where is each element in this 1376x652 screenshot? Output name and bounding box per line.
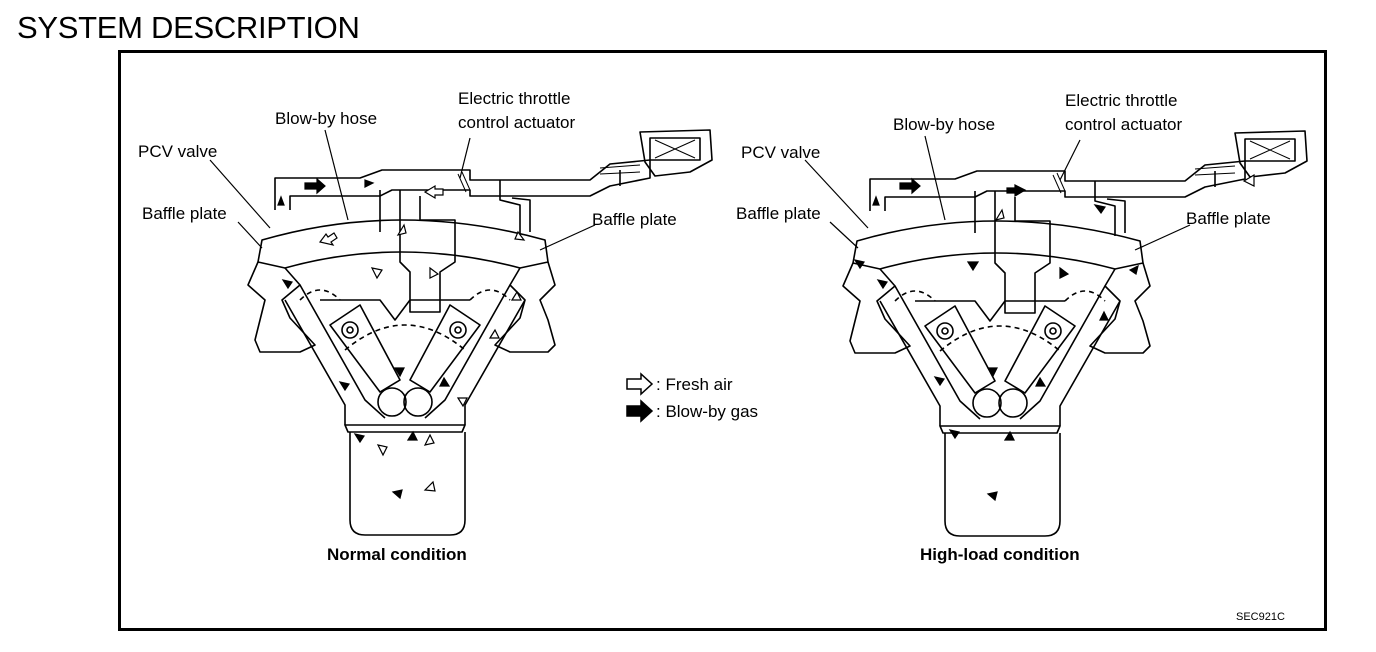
blowby-gas-legend-label: : Blow-by gas — [656, 402, 758, 421]
baffle-plate-right-label: Baffle plate — [592, 210, 677, 229]
throttle-label-line1: Electric throttle — [458, 89, 570, 108]
baffle-plate-left-label: Baffle plate — [142, 204, 227, 223]
blowby-hose-label: Blow-by hose — [275, 109, 377, 128]
throttle-label-line2: control actuator — [458, 113, 576, 132]
baffle-plate-right-label-right: Baffle plate — [1186, 209, 1271, 228]
throttle-label-right-line1: Electric throttle — [1065, 91, 1177, 110]
page-title: SYSTEM DESCRIPTION — [17, 10, 360, 45]
fresh-air-legend-label: : Fresh air — [656, 375, 733, 394]
leader-lines — [209, 129, 1191, 251]
diagram-frame — [118, 50, 1327, 631]
throttle-label-right-line2: control actuator — [1065, 115, 1183, 134]
figure-code: SEC921C — [1236, 611, 1285, 623]
pcv-valve-label: PCV valve — [138, 142, 217, 161]
legend: : Fresh air : Blow-by gas — [626, 372, 758, 423]
fresh-air-arrow-icon — [626, 372, 654, 396]
pcv-valve-label-right: PCV valve — [741, 143, 820, 162]
high-load-condition-caption: High-load condition — [920, 545, 1080, 564]
flow-arrows — [277, 173, 1255, 502]
normal-condition-caption: Normal condition — [327, 545, 467, 564]
blowby-hose-label-right: Blow-by hose — [893, 115, 995, 134]
baffle-plate-left-label-right: Baffle plate — [736, 204, 821, 223]
blowby-gas-arrow-icon — [626, 399, 654, 423]
